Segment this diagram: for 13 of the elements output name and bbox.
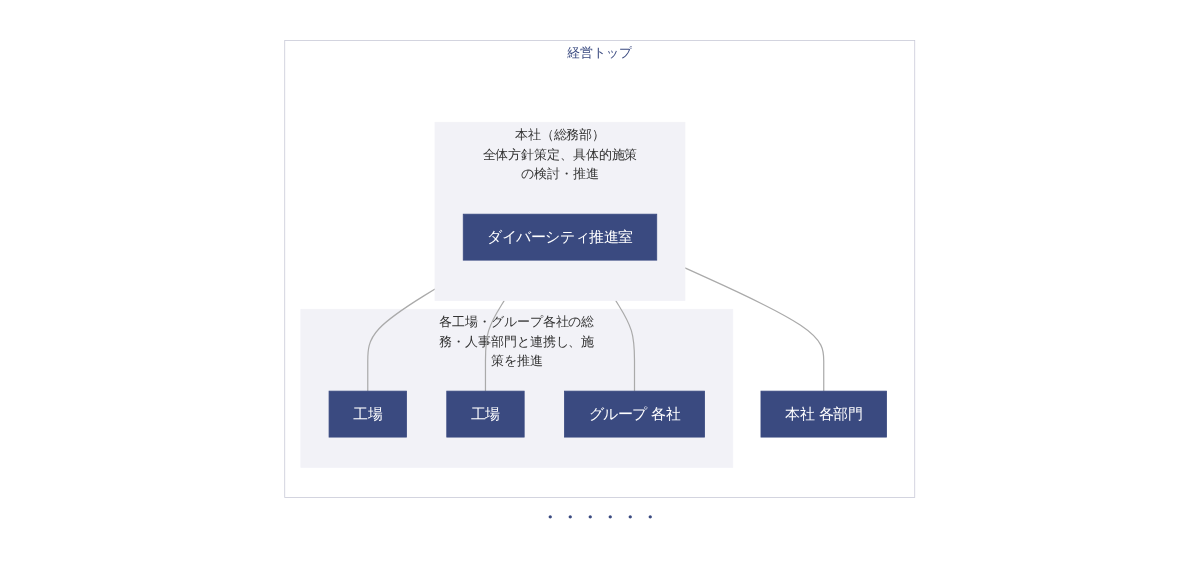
cluster	[300, 308, 734, 468]
node-box: 工場	[446, 390, 525, 438]
connector	[485, 299, 506, 392]
connector	[615, 299, 636, 392]
node-label: 全体方針策定、具体的施策の検討・推進	[482, 146, 638, 182]
node-box: 本社 各部門	[760, 390, 888, 438]
ellipsis-text: ・・・・・・	[540, 504, 660, 531]
node-box: 工場	[328, 390, 408, 438]
node-box: グループ 各社	[564, 390, 706, 438]
connector	[367, 288, 436, 392]
node-label: 各工場・グループ各社の総務・人事部門と連携し、施策を推進	[439, 314, 595, 369]
connector	[684, 267, 825, 392]
node-box: ダイバーシティ推進室	[463, 213, 658, 261]
